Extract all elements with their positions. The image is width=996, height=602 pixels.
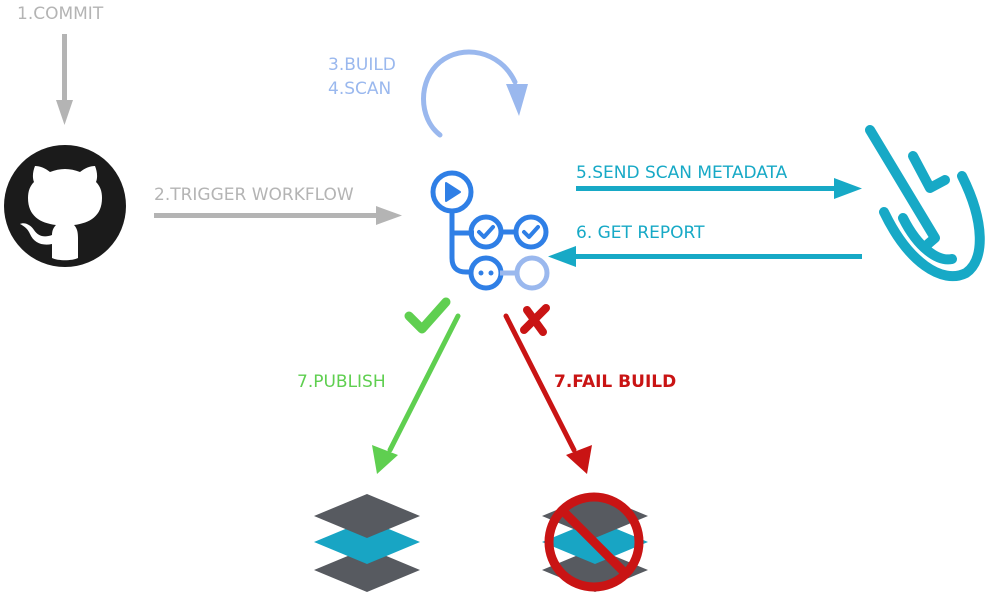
send-scan-metadata-label: 5.SEND SCAN METADATA (576, 163, 788, 183)
scan-label: 4.SCAN (328, 79, 391, 99)
trigger-arrow (154, 206, 402, 225)
publish-arrow (372, 313, 461, 474)
fail-arrow (503, 313, 592, 474)
build-label: 3.BUILD (328, 55, 396, 75)
scanner-logo-icon (865, 125, 985, 282)
get-report-label: 6. GET REPORT (576, 223, 705, 243)
commit-arrow (56, 34, 73, 125)
success-check-icon (404, 297, 451, 334)
layers-stack-icon (314, 494, 420, 592)
blocked-layers-stack-icon (542, 492, 648, 592)
get-report-arrow (548, 246, 862, 267)
send-metadata-arrow (576, 178, 862, 199)
fail-x-icon (520, 304, 550, 336)
trigger-workflow-label: 2.TRIGGER WORKFLOW (154, 185, 354, 205)
publish-label: 7.PUBLISH (297, 372, 386, 392)
build-scan-loop-arrow (421, 49, 528, 138)
github-icon (4, 145, 126, 267)
fail-build-label: 7.FAIL BUILD (554, 372, 676, 392)
commit-label: 1.COMMIT (17, 4, 104, 24)
github-actions-icon (430, 170, 550, 291)
